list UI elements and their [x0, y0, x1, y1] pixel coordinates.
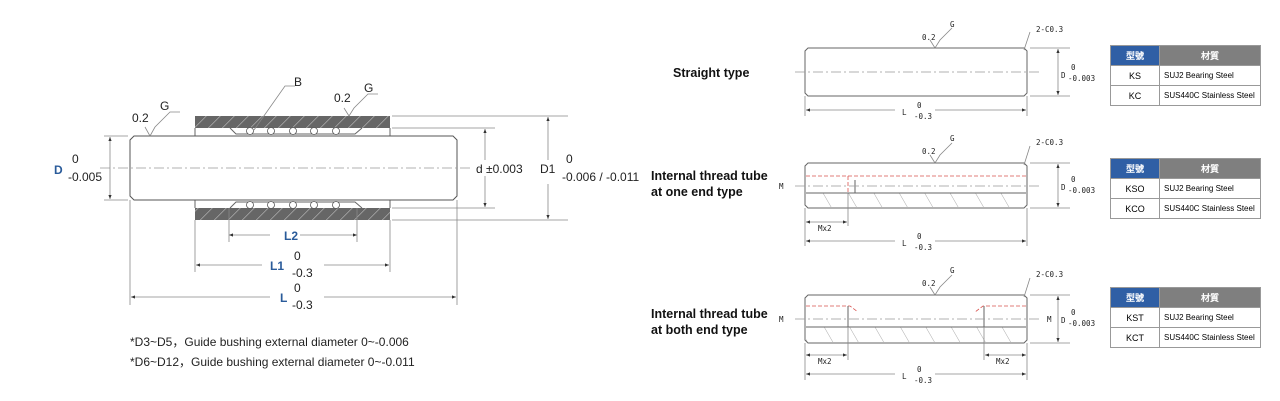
roughness-left: 0.2	[132, 111, 149, 125]
both-end-title-line1: Internal thread tube	[651, 307, 768, 321]
header-material: 材質	[1159, 287, 1261, 308]
d1-tol-upper: 0	[566, 152, 573, 166]
both-end-title-line2: at both end type	[651, 323, 748, 337]
roughness: 0.2	[922, 147, 936, 156]
model-code: KCO	[1110, 198, 1160, 219]
m-label: M	[779, 182, 784, 191]
material: SUJ2 Bearing Steel	[1159, 178, 1261, 199]
l-label: L	[902, 372, 907, 381]
both-end-thread-drawing: Internal thread tube at both end type 0.…	[651, 266, 1095, 386]
header-model: 型號	[1110, 45, 1160, 66]
chamfer-label: 2-C0.3	[1036, 138, 1063, 147]
model-code: KS	[1110, 65, 1160, 86]
grind-mark-left: G	[160, 99, 169, 113]
d-label: D	[1061, 316, 1066, 325]
d-tol-upper: 0	[72, 152, 79, 166]
m-label-left: M	[779, 315, 784, 324]
model-code: KCT	[1110, 327, 1160, 348]
l-label: L	[902, 108, 907, 117]
chamfer-label: 2-C0.3	[1036, 270, 1063, 279]
l-tol-upper: 0	[917, 365, 922, 374]
chamfer-label: 2-C0.3	[1036, 25, 1063, 34]
roughness: 0.2	[922, 279, 936, 288]
l2-label: L2	[284, 229, 298, 243]
one-end-title-line1: Internal thread tube	[651, 169, 768, 183]
ball-cage-balls	[246, 127, 340, 209]
d-tol-upper: 0	[1071, 175, 1076, 184]
note-2: *D6~D12，Guide bushing external diameter …	[130, 355, 415, 369]
d1-tol-lower: -0.006 / -0.011	[562, 170, 639, 184]
l-label: L	[902, 239, 907, 248]
mx2-label-left: Mx2	[818, 357, 832, 366]
d-tol-lower: -0.003	[1068, 319, 1095, 328]
material: SUJ2 Bearing Steel	[1159, 65, 1261, 86]
header-model: 型號	[1110, 287, 1160, 308]
roughness: 0.2	[922, 33, 936, 42]
m-label-right: M	[1047, 315, 1052, 324]
l1-tol-upper: 0	[294, 249, 301, 263]
model-code: KSO	[1110, 178, 1160, 199]
straight-type-drawing: Straight type 0.2 G 2-C0.3 D 0 -0.003 L …	[673, 20, 1095, 122]
l-tol-lower: -0.3	[914, 376, 932, 385]
mx2-label: Mx2	[818, 224, 832, 233]
grind-mark: G	[950, 134, 955, 143]
grind-mark-right: G	[364, 81, 373, 95]
one-end-thread-drawing: Internal thread tube at one end type 0.2…	[651, 134, 1095, 253]
d-tol-lower: -0.003	[1068, 186, 1095, 195]
d1-label: D1	[540, 162, 556, 176]
material: SUJ2 Bearing Steel	[1159, 307, 1261, 328]
grind-mark: G	[950, 266, 955, 275]
model-code: KST	[1110, 307, 1160, 328]
d-label: D	[1061, 71, 1066, 80]
straight-type-title: Straight type	[673, 66, 749, 80]
l-tol-upper: 0	[917, 101, 922, 110]
bushing-label: B	[294, 75, 302, 89]
d-tol-upper: 0	[1071, 308, 1076, 317]
header-model: 型號	[1110, 158, 1160, 179]
l1-label: L1	[270, 259, 284, 273]
l-label: L	[280, 291, 287, 305]
mx2-label-right: Mx2	[996, 357, 1010, 366]
note-1: *D3~D5，Guide bushing external diameter 0…	[130, 335, 409, 349]
l-tol-lower: -0.3	[292, 298, 313, 312]
l1-tol-lower: -0.3	[292, 266, 313, 280]
inner-d-label: d ±0.003	[476, 162, 523, 176]
l-tol-upper: 0	[917, 232, 922, 241]
d-label: D	[54, 163, 63, 177]
one-end-title-line2: at one end type	[651, 185, 743, 199]
material: SUS440C Stainless Steel	[1159, 327, 1261, 348]
model-code: KC	[1110, 85, 1160, 106]
d-tol-lower: -0.005	[68, 170, 102, 184]
d-tol-upper: 0	[1071, 63, 1076, 72]
material: SUS440C Stainless Steel	[1159, 198, 1261, 219]
l-tol-lower: -0.3	[914, 112, 932, 121]
header-material: 材質	[1159, 45, 1261, 66]
grind-mark: G	[950, 20, 955, 29]
header-material: 材質	[1159, 158, 1261, 179]
guide-pin-assembly: 0.2 G B 0.2 G D 0 -0.005 d ±0.003 D1 0 -…	[54, 75, 639, 369]
l-tol-upper: 0	[294, 281, 301, 295]
d-tol-lower: -0.003	[1068, 74, 1095, 83]
roughness-right: 0.2	[334, 91, 351, 105]
material: SUS440C Stainless Steel	[1159, 85, 1261, 106]
l-tol-lower: -0.3	[914, 243, 932, 252]
d-label: D	[1061, 183, 1066, 192]
